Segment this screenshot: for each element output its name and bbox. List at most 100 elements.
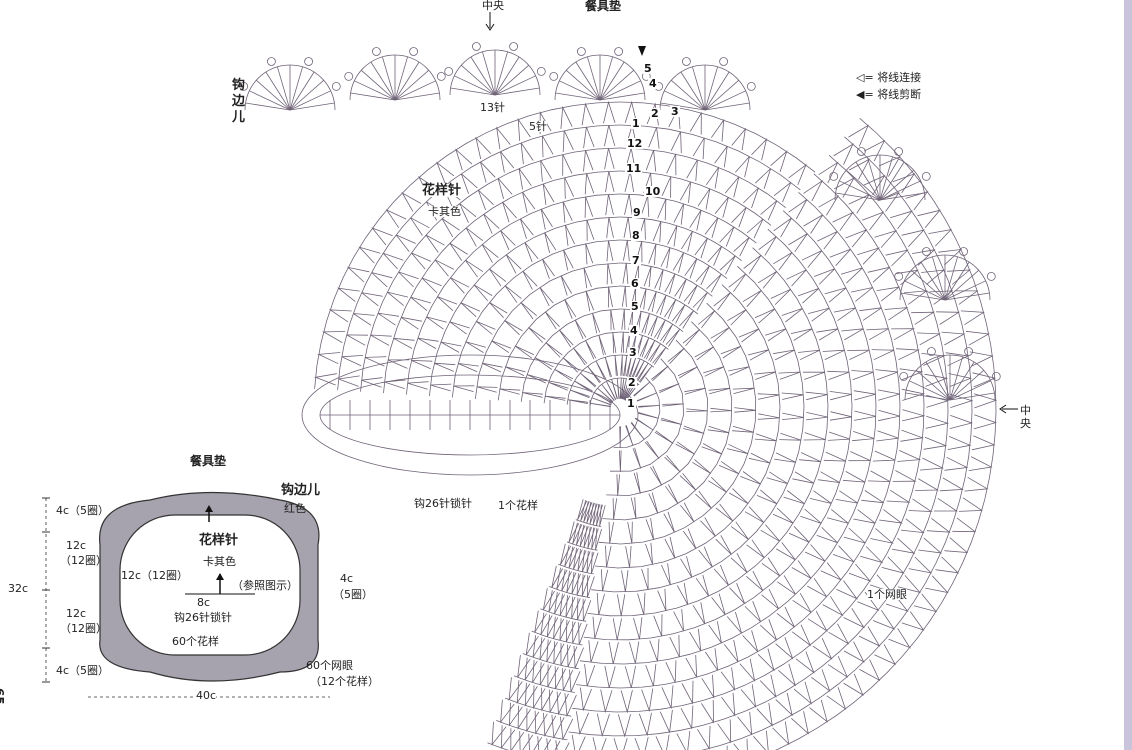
upper-left-stitch [604,148,615,170]
upper-left-stitch [514,345,535,359]
lower-center-stitch [534,610,547,633]
upper-left-stitch [393,337,415,349]
upper-left-row [543,331,621,404]
lower-center-stitch [587,526,596,549]
upper-right-stitch [735,156,750,178]
right-half-stitch [695,574,710,597]
schematic-right-dim-a: 4c [340,572,354,585]
right-half-stitch [817,231,838,250]
edging-fan-spoke [704,71,730,111]
right-half-stitch [664,484,679,505]
right-half-stitch [748,452,771,464]
edging-fan-spoke [394,61,420,101]
picot [436,72,446,81]
right-half-stitch [584,663,596,687]
edging-fan-spoke [670,79,706,111]
right-half-row [598,302,757,545]
upper-left-row [566,354,621,405]
lower-center-stitch [565,619,576,643]
lower-center-stitch [537,736,552,750]
right-half-stitch [781,308,803,323]
lower-center-stitch [583,525,593,548]
right-half-stitch [884,307,909,321]
upper-right-stitch [714,197,729,218]
right-half-stitch [827,655,849,678]
right-half-stitch [901,229,925,247]
right-half-stitch [605,545,612,568]
schematic-right-dim-b: （5圈） [333,588,373,601]
right-half-stitch [935,556,960,574]
lower-center-stitch [569,669,581,692]
schematic-up-arrowhead [205,505,213,512]
picot [682,57,691,66]
upper-left-row [589,377,621,407]
upper-left-stitch [475,136,492,160]
right-half-stitch [809,490,832,504]
edging-fan-spoke [879,169,915,201]
upper-left-stitch [499,388,521,395]
upper-left-stitch [410,217,430,236]
schematic-group [42,491,330,698]
upper-left-stitch [502,201,517,223]
schematic-dim-2b: （12圈） [60,554,107,567]
row-number: 11 [625,162,643,175]
upper-left-stitch [584,173,595,195]
right-half-stitch [707,425,730,434]
right-half-stitch [624,665,636,688]
upper-left-stitch [341,355,364,367]
upper-left-row [314,101,621,389]
upper-left-stitch [401,191,422,212]
lower-center-stitch [508,677,523,702]
right-half-stitch [832,545,855,563]
right-half-stitch [738,328,760,343]
right-half-stitch [629,641,640,664]
right-half-stitch [897,450,922,462]
right-half-stitch [601,569,609,592]
edging-fan-spoke [360,69,396,101]
upper-right-stitch [622,263,629,284]
edging-fan-spoke [944,292,990,301]
upper-left-stitch [382,252,404,270]
upper-right-stitch [647,316,658,337]
edging-fan-spoke [450,87,496,96]
edging-fan-spoke [599,92,645,101]
upper-left-stitch [488,268,507,287]
schematic-total-width: 40c [196,689,217,702]
upper-left-row [474,262,621,399]
right-half-stitch [715,503,734,522]
upper-right-stitch [683,285,698,305]
right-half-stitch [779,432,802,441]
lower-center-stitch [596,504,603,526]
right-half-stitch [669,634,680,658]
upper-right-stitch [674,278,687,299]
right-half-stitch [897,575,921,594]
right-half-stitch [857,247,880,265]
chain-note: 钩26针锁针 [414,497,472,510]
page-edge-bar [1124,0,1132,750]
right-half-stitch [792,593,812,613]
edging-fan-spoke [835,192,881,201]
upper-left-stitch [522,191,536,213]
row-number: 3 [628,346,638,359]
lower-center-stitch [599,504,606,527]
upper-right-stitch [754,168,772,189]
edging-fan-spoke [255,79,291,111]
upper-right-stitch [654,269,664,291]
picot [444,67,454,76]
lower-center-stitch [573,547,583,570]
right-half-row [587,247,829,617]
right-half-stitch [723,639,739,663]
lower-center-stitch [555,740,570,750]
right-half-stitch [713,564,729,586]
lower-center-stitch [516,680,531,705]
lower-center-stitch [543,712,557,737]
right-half-row [609,358,685,472]
right-half-stitch [667,347,685,365]
upper-right-stitch [743,187,759,209]
upper-right-stitch [647,291,657,312]
edging-fan-spoke [245,102,291,111]
upper-left-stitch [585,340,597,360]
upper-right-stitch [719,255,736,275]
upper-left-stitch [364,356,387,367]
edging-fan-spoke [932,256,946,301]
